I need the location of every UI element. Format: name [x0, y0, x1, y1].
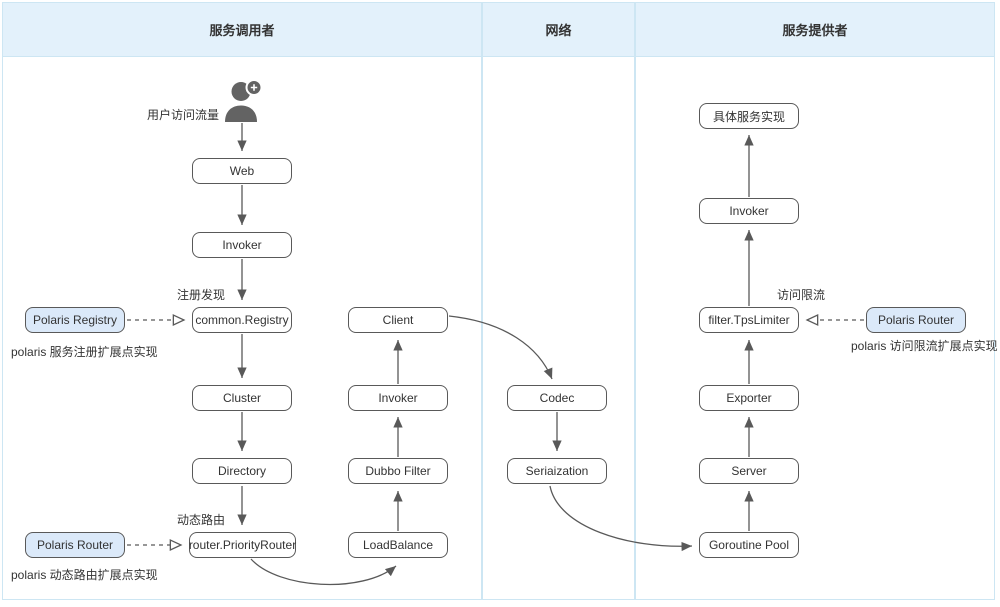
label-dynamic-routing: 动态路由 — [177, 513, 226, 527]
node-invoker-caller: Invoker — [192, 232, 292, 258]
node-priority-router: router.PriorityRouter — [189, 532, 296, 558]
node-load-balance: LoadBalance — [348, 532, 448, 558]
node-serialization: Seriaization — [507, 458, 607, 484]
edge-router-loadbalance — [250, 558, 397, 586]
node-web: Web — [192, 158, 292, 184]
node-codec: Codec — [507, 385, 607, 411]
node-common-registry: common.Registry — [192, 307, 292, 333]
lane-provider-title: 服务提供者 — [782, 23, 848, 38]
node-invoker-client: Invoker — [348, 385, 448, 411]
user-plus-icon — [225, 80, 263, 122]
label-user-traffic: 用户访问流量 — [147, 108, 220, 122]
node-polaris-registry: Polaris Registry — [25, 307, 125, 333]
edge-serialization-goroutinepool — [549, 485, 693, 552]
lane-network: 网络 — [482, 2, 635, 600]
node-server: Server — [699, 458, 799, 484]
node-goroutine-pool: Goroutine Pool — [699, 532, 799, 558]
node-polaris-router-right: Polaris Router — [866, 307, 966, 333]
node-cluster: Cluster — [192, 385, 292, 411]
node-invoker-provider: Invoker — [699, 198, 799, 224]
label-rate-limit: 访问限流 — [777, 288, 826, 302]
node-exporter: Exporter — [699, 385, 799, 411]
node-tps-limiter: filter.TpsLimiter — [699, 307, 799, 333]
lane-caller-title: 服务调用者 — [209, 23, 275, 38]
lane-caller-header: 服务调用者 — [3, 3, 481, 57]
caption-polaris-router: polaris 动态路由扩展点实现 — [11, 568, 158, 582]
node-client: Client — [348, 307, 448, 333]
lane-provider-header: 服务提供者 — [636, 3, 994, 57]
label-registry-discovery: 注册发现 — [177, 288, 226, 302]
lane-provider: 服务提供者 — [635, 2, 995, 600]
caption-polaris-registry: polaris 服务注册扩展点实现 — [11, 345, 158, 359]
node-dubbo-filter: Dubbo Filter — [348, 458, 448, 484]
lane-network-header: 网络 — [483, 3, 634, 57]
node-polaris-router-left: Polaris Router — [25, 532, 125, 558]
edge-client-codec — [448, 315, 553, 380]
lane-network-title: 网络 — [545, 23, 572, 38]
node-impl: 具体服务实现 — [699, 103, 799, 129]
caption-polaris-limiter: polaris 访问限流扩展点实现 — [851, 339, 998, 353]
node-directory: Directory — [192, 458, 292, 484]
